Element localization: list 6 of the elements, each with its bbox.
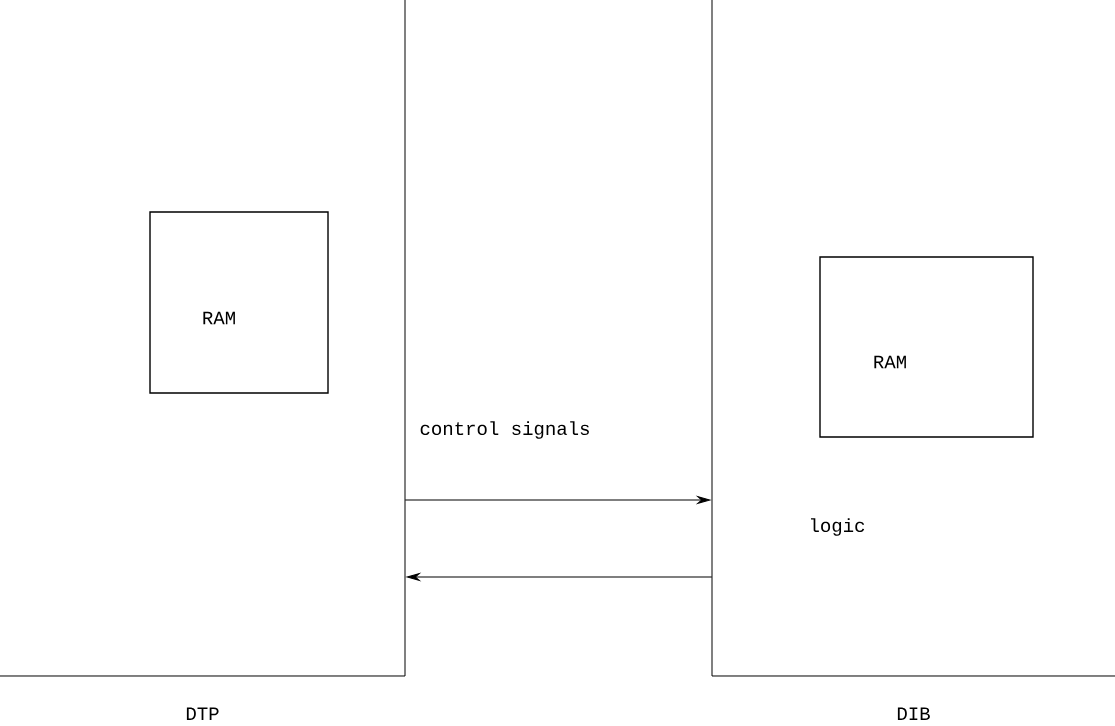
- block-label: DTP: [186, 707, 219, 720]
- block-label: DIB: [897, 707, 930, 720]
- edge-label: control signals: [418, 420, 592, 440]
- block-label: logic: [811, 518, 865, 536]
- memory-box: RAM: [149, 211, 329, 394]
- memory-box: RAM: [819, 256, 1034, 438]
